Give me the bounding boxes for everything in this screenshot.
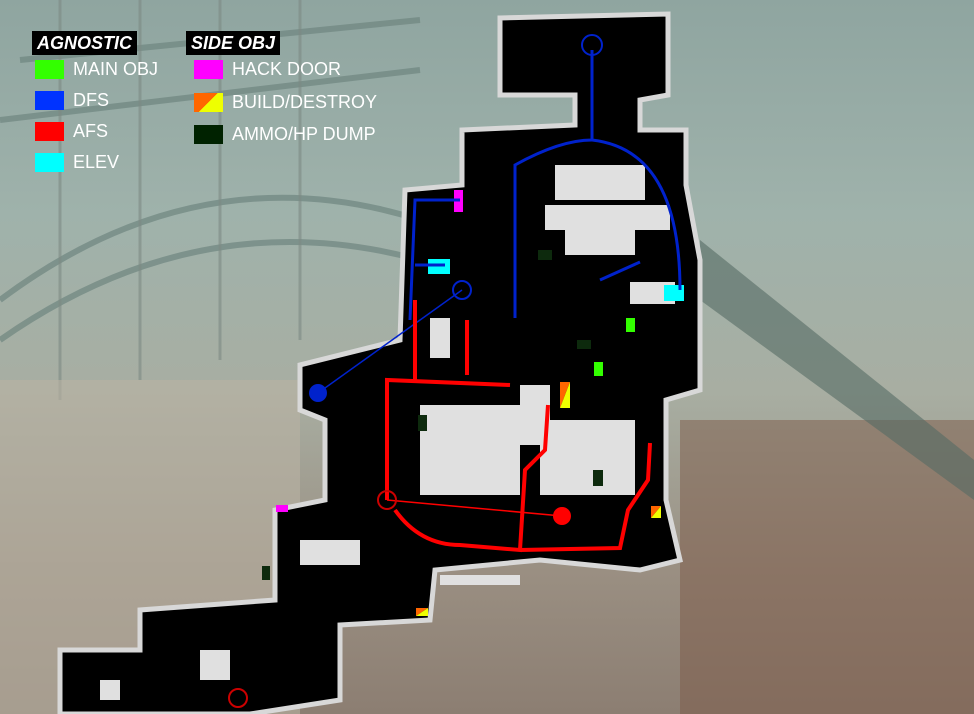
attack-routes — [228, 300, 652, 708]
defense-routes — [309, 34, 682, 402]
hack-door-marker — [276, 505, 288, 512]
map-floorplan — [57, 11, 703, 714]
map-structures — [100, 165, 675, 700]
main-objective-marker — [594, 362, 603, 376]
main-objective-marker — [626, 318, 635, 332]
ammo-dump-markers — [262, 250, 603, 580]
